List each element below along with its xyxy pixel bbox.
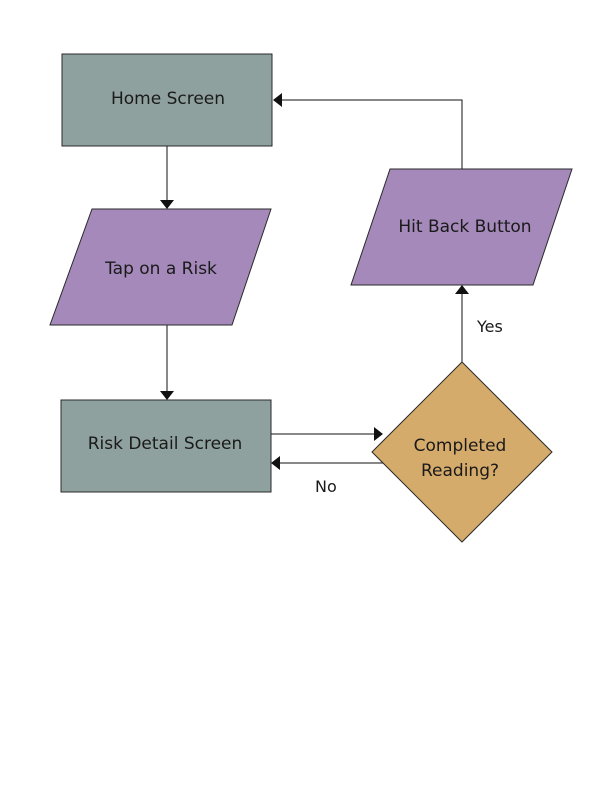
completed-reading-label-line1: Completed	[414, 436, 507, 456]
node-completed-reading: Completed Reading?	[371, 361, 553, 543]
risk-detail-screen-box	[60, 399, 272, 493]
node-tap-on-a-risk: Tap on a Risk	[49, 208, 272, 326]
arrowhead-detail-to-decision	[374, 427, 383, 441]
node-home-screen: Home Screen	[61, 53, 273, 147]
tap-on-a-risk-shape	[49, 208, 272, 326]
completed-reading-label-line2: Reading?	[421, 461, 499, 481]
node-risk-detail-screen: Risk Detail Screen	[60, 399, 272, 493]
completed-reading-diamond	[371, 361, 553, 543]
arrowhead-back-to-home	[273, 93, 282, 107]
risk-detail-screen-label: Risk Detail Screen	[88, 434, 243, 454]
arrowhead-tap-to-detail	[160, 391, 174, 400]
home-screen-box	[61, 53, 273, 147]
tap-on-a-risk-label: Tap on a Risk	[104, 259, 217, 279]
hit-back-button-shape	[350, 168, 573, 286]
edge-label-no: No	[315, 477, 337, 496]
arrowhead-home-to-tap	[160, 200, 174, 209]
arrowhead-decision-to-detail	[271, 456, 280, 470]
edge-back-to-home	[282, 99, 463, 169]
home-screen-label: Home Screen	[111, 89, 225, 109]
arrowhead-decision-to-back	[455, 285, 469, 294]
edge-label-yes: Yes	[476, 317, 503, 336]
node-hit-back-button: Hit Back Button	[350, 168, 573, 286]
hit-back-button-label: Hit Back Button	[398, 217, 531, 237]
